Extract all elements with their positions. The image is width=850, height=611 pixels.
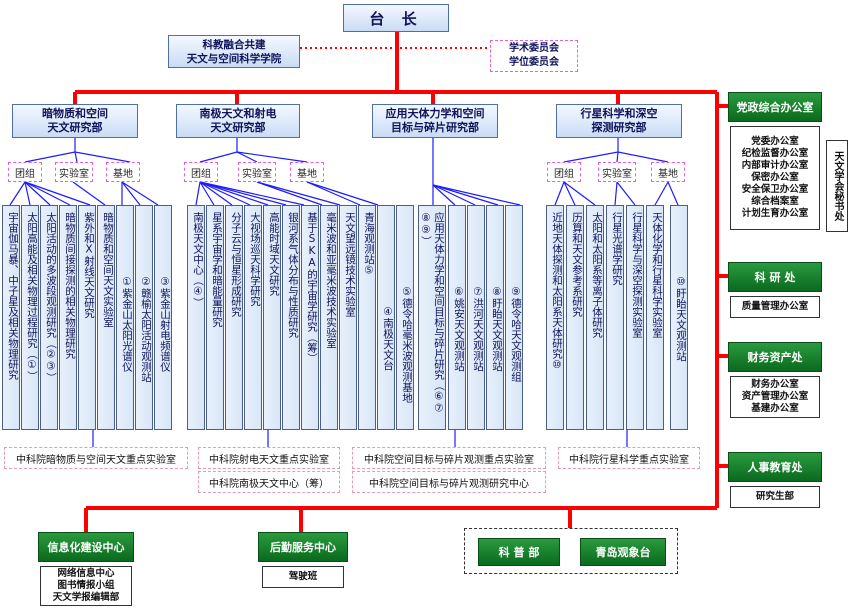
research-column[interactable]: 基于SKA的宇宙学研究（筹） xyxy=(301,205,319,430)
research-column[interactable]: 紫外和X射线天文研究 xyxy=(78,205,96,430)
antarctic-center[interactable]: 中科院南极天文中心（筹） xyxy=(198,471,340,493)
lab-label: 实验室 xyxy=(55,162,93,182)
research-column[interactable]: 历算和天文参考系研究 xyxy=(566,205,584,430)
research-column[interactable]: 分子云与恒星形成研究 xyxy=(225,205,243,430)
research-column[interactable]: 暗物质间接探测的相关物理研究 xyxy=(59,205,77,430)
committee-box[interactable]: 学术委员会 学位委员会 xyxy=(490,40,578,72)
base-column[interactable]: ④南极天文台 xyxy=(377,205,395,430)
lab-column[interactable]: 毫米波和亚毫米波技术实验室 xyxy=(320,205,338,430)
research-column[interactable]: 太阳活动的多波段观测研究（②③） xyxy=(40,205,58,430)
key-lab-dark-matter[interactable]: 中科院暗物质与空间天文重点实验室 xyxy=(4,447,188,469)
list-item: 研究生部 xyxy=(755,491,794,502)
lab-column[interactable]: 天文望远镜技术实验室 xyxy=(339,205,357,430)
research-column[interactable]: 行星光谱学研究 xyxy=(606,205,624,430)
space-debris-center[interactable]: 中科院空间目标与碎片观测研究中心 xyxy=(352,471,546,493)
dashed-group xyxy=(464,528,678,574)
dept-celestial-mechanics[interactable]: 应用天体力学和空间 目标与碎片研究部 xyxy=(372,104,498,138)
research-column[interactable]: 星系宇宙学和暗能量研究 xyxy=(206,205,224,430)
research-column[interactable]: 高能时域天文研究 xyxy=(263,205,281,430)
list-item: 财务办公室 xyxy=(751,379,799,390)
lab-label: 实验室 xyxy=(598,162,636,182)
station-column[interactable]: ⑨德令哈天文观测组 xyxy=(505,205,523,430)
base-label: 基地 xyxy=(651,162,685,182)
academy-box[interactable]: 科教融合共建 天文与空间科学学院 xyxy=(168,35,300,68)
society-secretariat[interactable]: 天文学会秘书处 xyxy=(826,140,848,232)
research-column[interactable]: 太阳和太阳系等离子体研究 xyxy=(586,205,604,430)
key-lab-radio[interactable]: 中科院射电天文重点实验室 xyxy=(198,447,340,469)
party-office-list: 党委办公室 纪检监督办公室 内部审计办公室 保密办公室 安全保卫办公室 综合档案… xyxy=(730,126,820,230)
base-label: 基地 xyxy=(106,162,140,182)
finance-office-list: 财务办公室 资产管理办公室 基建办公室 xyxy=(730,376,820,418)
list-item: 驾驶班 xyxy=(288,571,318,582)
station-column[interactable]: ⑥姚安天文观测站 xyxy=(448,205,466,430)
hr-office-header[interactable]: 人事教育处 xyxy=(728,452,822,482)
station-column[interactable]: ⑦洪河天文观测站 xyxy=(467,205,485,430)
key-lab-planetary[interactable]: 中科院行星科学重点实验室 xyxy=(558,447,700,469)
qingdao-observatory-header[interactable]: 青岛观象台 xyxy=(580,538,666,566)
logistics-center-list: 驾驶班 xyxy=(262,566,344,588)
list-item: 党委办公室 xyxy=(751,136,799,147)
director-box[interactable]: 台 长 xyxy=(343,4,449,32)
lab-column[interactable]: 行星科学与深空探测实验室 xyxy=(626,205,644,430)
it-center-header[interactable]: 信息化建设中心 xyxy=(38,532,134,562)
group-label: 团组 xyxy=(8,162,42,182)
finance-office-header[interactable]: 财务资产处 xyxy=(728,342,822,372)
base-column[interactable]: ③紫金山射电频谱仪 xyxy=(154,205,172,430)
list-item: 内部审计办公室 xyxy=(741,160,809,171)
dept-dark-matter[interactable]: 暗物质和空间 天文研究部 xyxy=(12,104,138,138)
research-office-header[interactable]: 科 研 处 xyxy=(728,262,822,292)
research-column[interactable]: 大视场巡天科学研究 xyxy=(244,205,262,430)
list-item: 图书情报小组 xyxy=(57,580,115,591)
lab-label: 实验室 xyxy=(238,162,276,182)
list-item: 保密办公室 xyxy=(751,172,799,183)
base-label: 基地 xyxy=(290,162,324,182)
list-item: 计划生育办公室 xyxy=(741,208,809,219)
station-column[interactable]: ⑩盱眙天文观测站 xyxy=(670,205,688,430)
list-item: 网络信息中心 xyxy=(57,568,115,579)
dept-planetary[interactable]: 行星科学和深空 探测研究部 xyxy=(556,104,682,138)
key-lab-space-debris[interactable]: 中科院空间目标与碎片观测重点实验室 xyxy=(352,447,546,469)
it-center-list: 网络信息中心 图书情报小组 天文学报编辑部 xyxy=(40,566,132,606)
science-popularization-header[interactable]: 科 普 部 xyxy=(478,538,560,566)
research-column[interactable]: 太阳高能及相关物理过程研究（①） xyxy=(21,205,39,430)
hr-office-list: 研究生部 xyxy=(730,486,820,508)
base-column[interactable]: ①紫金山太阳光谱仪 xyxy=(116,205,134,430)
list-item: 质量管理办公室 xyxy=(741,301,809,312)
research-column[interactable]: 宇宙伽马暴、中子星及相关物理研究 xyxy=(2,205,20,430)
research-column[interactable]: 应用天体力学和空间目标与碎片研究（⑥⑦⑧⑨） xyxy=(418,205,446,430)
station-column[interactable]: 青海观测站⑤ xyxy=(358,205,376,430)
group-label: 团组 xyxy=(184,162,218,182)
base-column[interactable]: ②赣榆太阳活动观测站 xyxy=(135,205,153,430)
list-item: 纪检监督办公室 xyxy=(741,148,809,159)
group-label: 团组 xyxy=(547,162,581,182)
list-item: 安全保卫办公室 xyxy=(741,184,809,195)
research-column[interactable]: 银河系气体分布与性质研究 xyxy=(282,205,300,430)
research-office-list: 质量管理办公室 xyxy=(730,296,820,318)
list-item: 天文学报编辑部 xyxy=(52,592,120,603)
lab-column[interactable]: 天体化学和行星科学实验室 xyxy=(646,205,664,430)
lab-column[interactable]: 暗物质和空间天文实验室 xyxy=(97,205,115,430)
research-column[interactable]: 近地天体探测和太阳系天体研究⑩ xyxy=(546,205,564,430)
list-item: 综合档案室 xyxy=(751,196,799,207)
party-office-header[interactable]: 党政综合办公室 xyxy=(728,92,822,122)
list-item: 资产管理办公室 xyxy=(741,391,809,402)
base-column[interactable]: ⑤德令哈毫米波观测基地 xyxy=(396,205,414,430)
list-item: 基建办公室 xyxy=(751,403,799,414)
station-column[interactable]: ⑧盱眙天文观测站 xyxy=(486,205,504,430)
logistics-center-header[interactable]: 后勤服务中心 xyxy=(258,532,348,562)
dept-antarctic-radio[interactable]: 南极天文和射电 天文研究部 xyxy=(176,104,300,138)
research-column[interactable]: 南极天文中心（④） xyxy=(187,205,205,430)
